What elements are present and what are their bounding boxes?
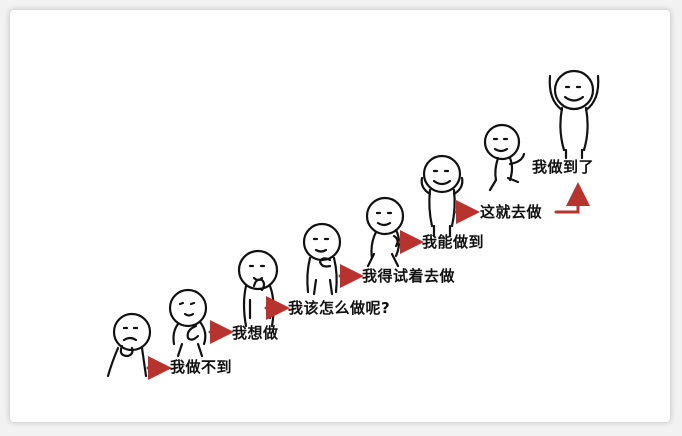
figure-1-sad: [106, 312, 152, 378]
figure-7-running: [483, 123, 526, 192]
step-label-5: 我能做到: [422, 233, 485, 251]
arrow-7-up: [554, 182, 590, 214]
image-card: 我做不到 我想做 我该怎么做呢? 我得试着去做 我能做到 这就去做 我做到了: [10, 10, 670, 422]
figure-6-confident: [420, 154, 464, 238]
step-label-7: 我做到了: [532, 158, 595, 176]
figure-2-thinking: [168, 288, 208, 358]
figure-8-success: [548, 69, 600, 160]
figure-4-curious: [302, 222, 342, 296]
step-label-2: 我想做: [232, 324, 279, 342]
figure-5-trying: [365, 196, 405, 268]
step-label-1: 我做不到: [170, 358, 233, 376]
figure-3-wondering: [237, 249, 279, 328]
figures-layer: [106, 69, 600, 380]
step-label-4: 我得试着去做: [362, 267, 456, 285]
step-label-6: 这就去做: [480, 203, 543, 221]
step-label-3: 我该怎么做呢?: [288, 299, 391, 317]
